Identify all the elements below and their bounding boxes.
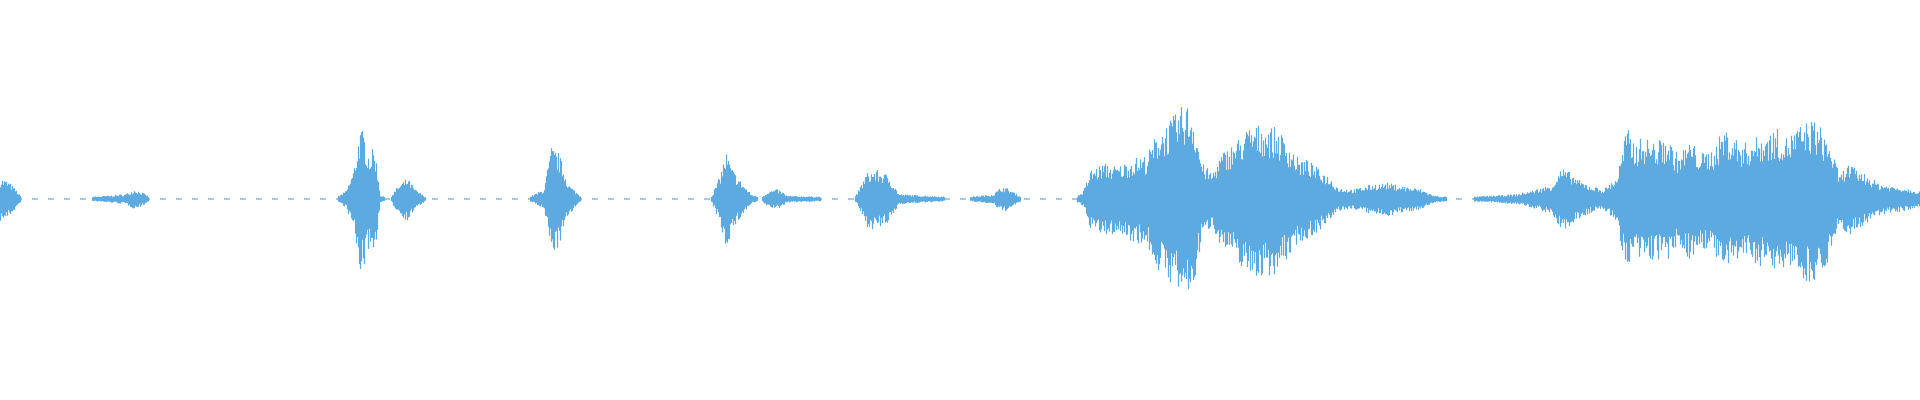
waveform-bars	[0, 107, 1920, 290]
waveform-amplitude-path	[0, 107, 1920, 290]
